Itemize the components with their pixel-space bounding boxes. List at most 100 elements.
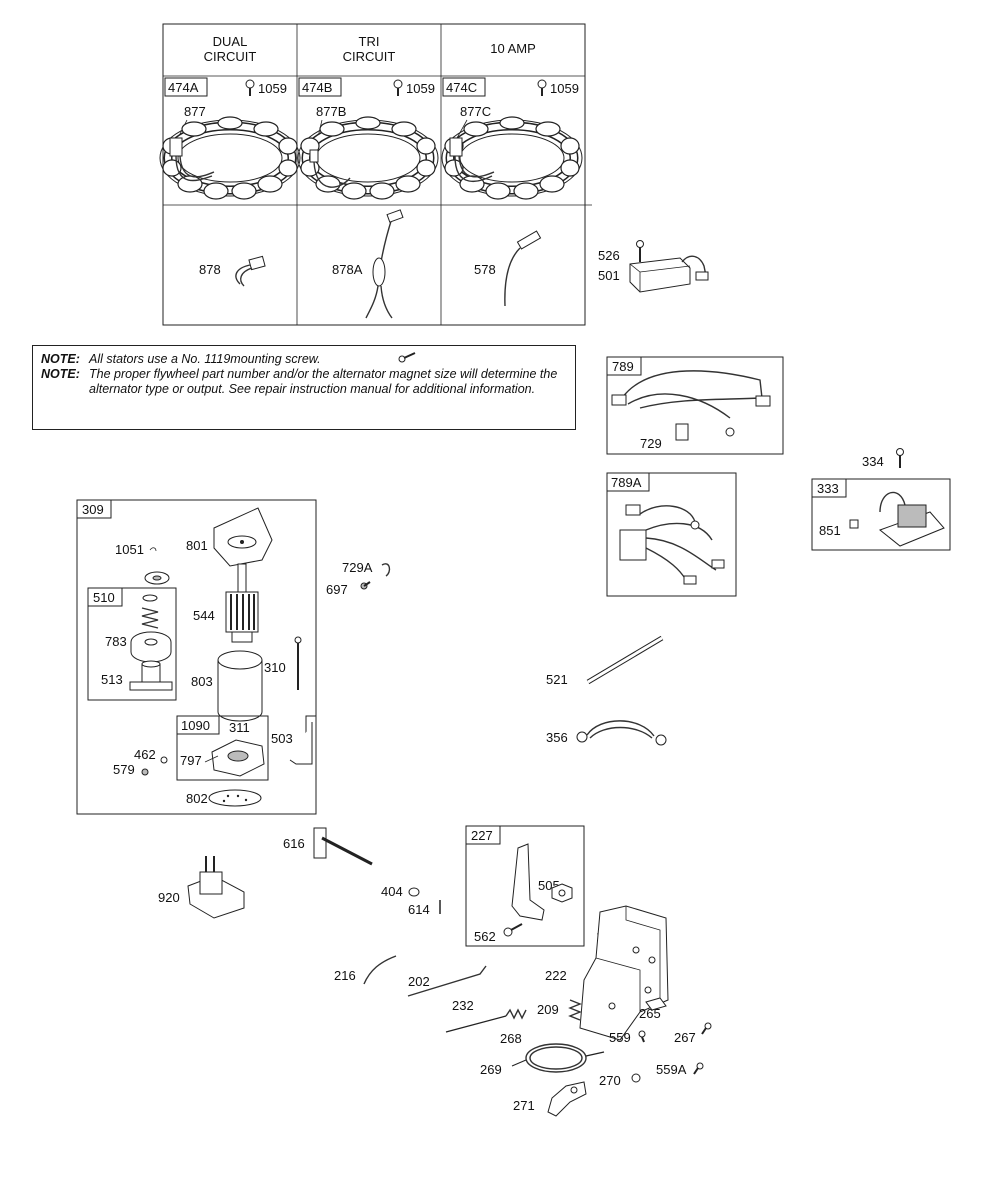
label-562: 562 <box>474 929 496 944</box>
kit-510-label: 510 <box>93 590 115 605</box>
screw-559a-icon <box>693 1062 704 1075</box>
label-783: 783 <box>105 634 127 649</box>
rod-521-icon <box>586 635 664 685</box>
screw-label-c: 1059 <box>550 81 579 96</box>
label-501: 501 <box>598 268 620 283</box>
label-614: 614 <box>408 902 430 917</box>
housing-803-icon <box>217 650 263 722</box>
drive-513-icon <box>129 660 173 691</box>
spring-209-icon <box>568 999 582 1021</box>
clip-729a-icon <box>381 563 391 577</box>
note-text: The proper flywheel part number and/or t… <box>89 367 558 396</box>
label-503: 503 <box>271 731 293 746</box>
header-dual-line1: DUAL <box>213 34 248 49</box>
label-269: 269 <box>480 1062 502 1077</box>
screw-526-icon <box>636 240 644 262</box>
label-1051: 1051 <box>115 542 144 557</box>
label-356: 356 <box>546 730 568 745</box>
kit-309-box: 309 1051 801 544 803 310 <box>76 499 317 815</box>
harness-label-578: 578 <box>474 262 496 277</box>
header-dual-line2: CIRCUIT <box>204 49 257 64</box>
label-216: 216 <box>334 968 356 983</box>
label-334: 334 <box>862 454 884 469</box>
kit-474a: 474A <box>168 80 199 95</box>
gear-783-icon <box>130 631 172 663</box>
label-697: 697 <box>326 582 348 597</box>
label-616: 616 <box>283 836 305 851</box>
screw-label-b: 1059 <box>406 81 435 96</box>
note-text: All stators use a No. 1119mounting screw… <box>89 352 321 366</box>
label-513: 513 <box>101 672 123 687</box>
label-559a: 559A <box>656 1062 687 1077</box>
label-311: 311 <box>229 720 250 735</box>
label-579: 579 <box>113 762 135 777</box>
link-202-icon <box>407 965 487 997</box>
nut-505-icon <box>551 883 573 903</box>
label-801: 801 <box>186 538 208 553</box>
label-803: 803 <box>191 674 213 689</box>
stator-label-a: 877 <box>184 104 206 119</box>
kit-333-box: 333 851 <box>811 478 951 551</box>
harness-label-878a: 878A <box>332 262 363 277</box>
bracket-222-icon <box>579 905 669 1041</box>
label-310: 310 <box>264 660 286 675</box>
header-tri-line1: TRI <box>359 34 380 49</box>
note-key: NOTE: <box>41 352 80 366</box>
header-10amp: 10 AMP <box>490 41 536 56</box>
label-267: 267 <box>674 1030 696 1045</box>
kit-309-label: 309 <box>82 502 104 517</box>
kit-789a-box: 789A <box>606 472 737 597</box>
label-802: 802 <box>186 791 208 806</box>
stator-877-icon <box>160 117 300 199</box>
screw-icon <box>398 352 416 363</box>
screw-334-icon <box>896 448 904 468</box>
label-920: 920 <box>158 890 180 905</box>
stator-label-b: 877B <box>316 104 346 119</box>
notes-box: NOTE: All stators use a No. 1119mounting… <box>32 345 576 430</box>
screw-icon <box>245 79 255 97</box>
harness-578-icon <box>504 230 542 307</box>
label-729: 729 <box>640 436 662 451</box>
label-404: 404 <box>381 884 403 899</box>
screw-697-icon <box>360 581 371 590</box>
brush-plate-icon <box>204 739 265 777</box>
bolt-310-icon <box>294 636 302 690</box>
label-521: 521 <box>546 672 568 687</box>
washer-802-icon <box>208 789 262 807</box>
ground-wire-356-icon <box>576 720 667 746</box>
screw-icon <box>393 79 403 97</box>
harness-878a-icon <box>365 209 404 319</box>
screw-267-icon <box>701 1022 712 1035</box>
kit-474c: 474C <box>446 80 477 95</box>
screw-562-icon <box>503 923 523 937</box>
clip-265-icon <box>645 997 667 1011</box>
cable-268-icon <box>511 1043 605 1073</box>
label-209: 209 <box>537 1002 559 1017</box>
kit-1090-label: 1090 <box>181 718 210 733</box>
stator-877b-icon <box>298 117 438 199</box>
label-232: 232 <box>452 998 474 1013</box>
nut-270-icon <box>631 1073 641 1083</box>
solenoid-920-icon <box>187 856 245 919</box>
note-row-1: NOTE: All stators use a No. 1119mounting… <box>41 352 567 367</box>
kit-789-label: 789 <box>612 359 634 374</box>
label-544: 544 <box>193 608 215 623</box>
spring-icon <box>141 607 159 629</box>
screw-icon <box>537 79 547 97</box>
label-202: 202 <box>408 974 430 989</box>
kit-227-label: 227 <box>471 828 493 843</box>
label-265: 265 <box>639 1006 661 1021</box>
screw-559-icon <box>638 1030 646 1043</box>
stator-table: DUAL CIRCUIT TRI CIRCUIT 10 AMP 474A 474… <box>160 23 592 326</box>
label-526: 526 <box>598 248 620 263</box>
stator-877c-icon <box>442 117 582 199</box>
note-key: NOTE: <box>41 367 80 381</box>
header-tri-line2: CIRCUIT <box>343 49 396 64</box>
lever-271-icon <box>547 1081 587 1117</box>
kit-333-label: 333 <box>817 481 839 496</box>
harness-878-icon <box>235 255 266 287</box>
screw-label-a: 1059 <box>258 81 287 96</box>
link-216-icon <box>363 955 397 985</box>
kit-789a-label: 789A <box>611 475 642 490</box>
